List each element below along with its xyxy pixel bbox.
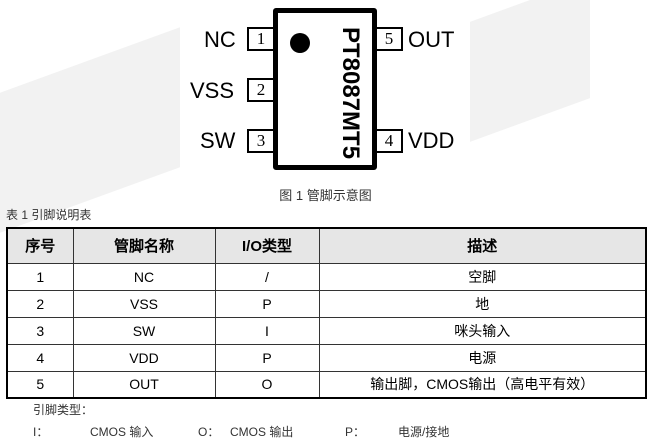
- table-cell: 3: [6, 316, 74, 345]
- pin-1: 1: [247, 27, 275, 51]
- watermark: [470, 0, 590, 142]
- table-cell: 咪头输入: [318, 316, 647, 345]
- chip-body: PT8087MT5: [273, 8, 377, 170]
- table-cell: VDD: [72, 343, 216, 372]
- table-cell: 电源: [318, 343, 647, 372]
- figure-caption: 图 1 管脚示意图: [279, 188, 372, 203]
- table-caption: 表 1 引脚说明表: [6, 208, 92, 222]
- table-cell: P: [214, 289, 320, 318]
- header-cell: 描述: [318, 227, 647, 264]
- pin1-marker-icon: [290, 33, 310, 53]
- table-cell: O: [214, 370, 320, 399]
- pin-label: VSS: [190, 78, 235, 103]
- pin-2: 2: [247, 78, 275, 102]
- legend-key: I：: [33, 425, 49, 439]
- table-cell: VSS: [72, 289, 216, 318]
- pin-type-title: 引脚类型：: [33, 403, 94, 417]
- table-cell: SW: [72, 316, 216, 345]
- pin-type-legend: I： CMOS 输入 O： CMOS 输出 P： 电源/接地: [0, 423, 651, 439]
- table-cell: P: [214, 343, 320, 372]
- legend-key: P：: [345, 425, 366, 439]
- pin-label: NC: [204, 27, 236, 52]
- table-cell: I: [214, 316, 320, 345]
- pin-label: SW: [200, 128, 236, 153]
- table-cell: 空脚: [318, 262, 647, 291]
- table-cell: 输出脚，CMOS输出（高电平有效）: [318, 370, 647, 399]
- legend-value: CMOS 输入: [90, 425, 154, 439]
- header-cell: 序号: [6, 227, 74, 264]
- legend-value: CMOS 输出: [230, 425, 294, 439]
- header-cell: I/O类型: [214, 227, 320, 264]
- table-cell: 5: [6, 370, 74, 399]
- table-cell: 地: [318, 289, 647, 318]
- pin-3: 3: [247, 129, 275, 153]
- pin-4: 4: [375, 129, 403, 153]
- pin-5: 5: [375, 27, 403, 51]
- table-cell: OUT: [72, 370, 216, 399]
- table-cell: 4: [6, 343, 74, 372]
- table-cell: 2: [6, 289, 74, 318]
- legend-value: 电源/接地: [398, 425, 450, 439]
- table-cell: 1: [6, 262, 74, 291]
- part-number: PT8087MT5: [337, 27, 364, 160]
- pin-label: VDD: [408, 128, 455, 153]
- table-cell: NC: [72, 262, 216, 291]
- table-cell: /: [214, 262, 320, 291]
- table-header-row: 序号 管脚名称 I/O类型 描述: [6, 227, 647, 264]
- pin-label: OUT: [408, 27, 455, 52]
- header-cell: 管脚名称: [72, 227, 216, 264]
- legend-key: O：: [198, 425, 220, 439]
